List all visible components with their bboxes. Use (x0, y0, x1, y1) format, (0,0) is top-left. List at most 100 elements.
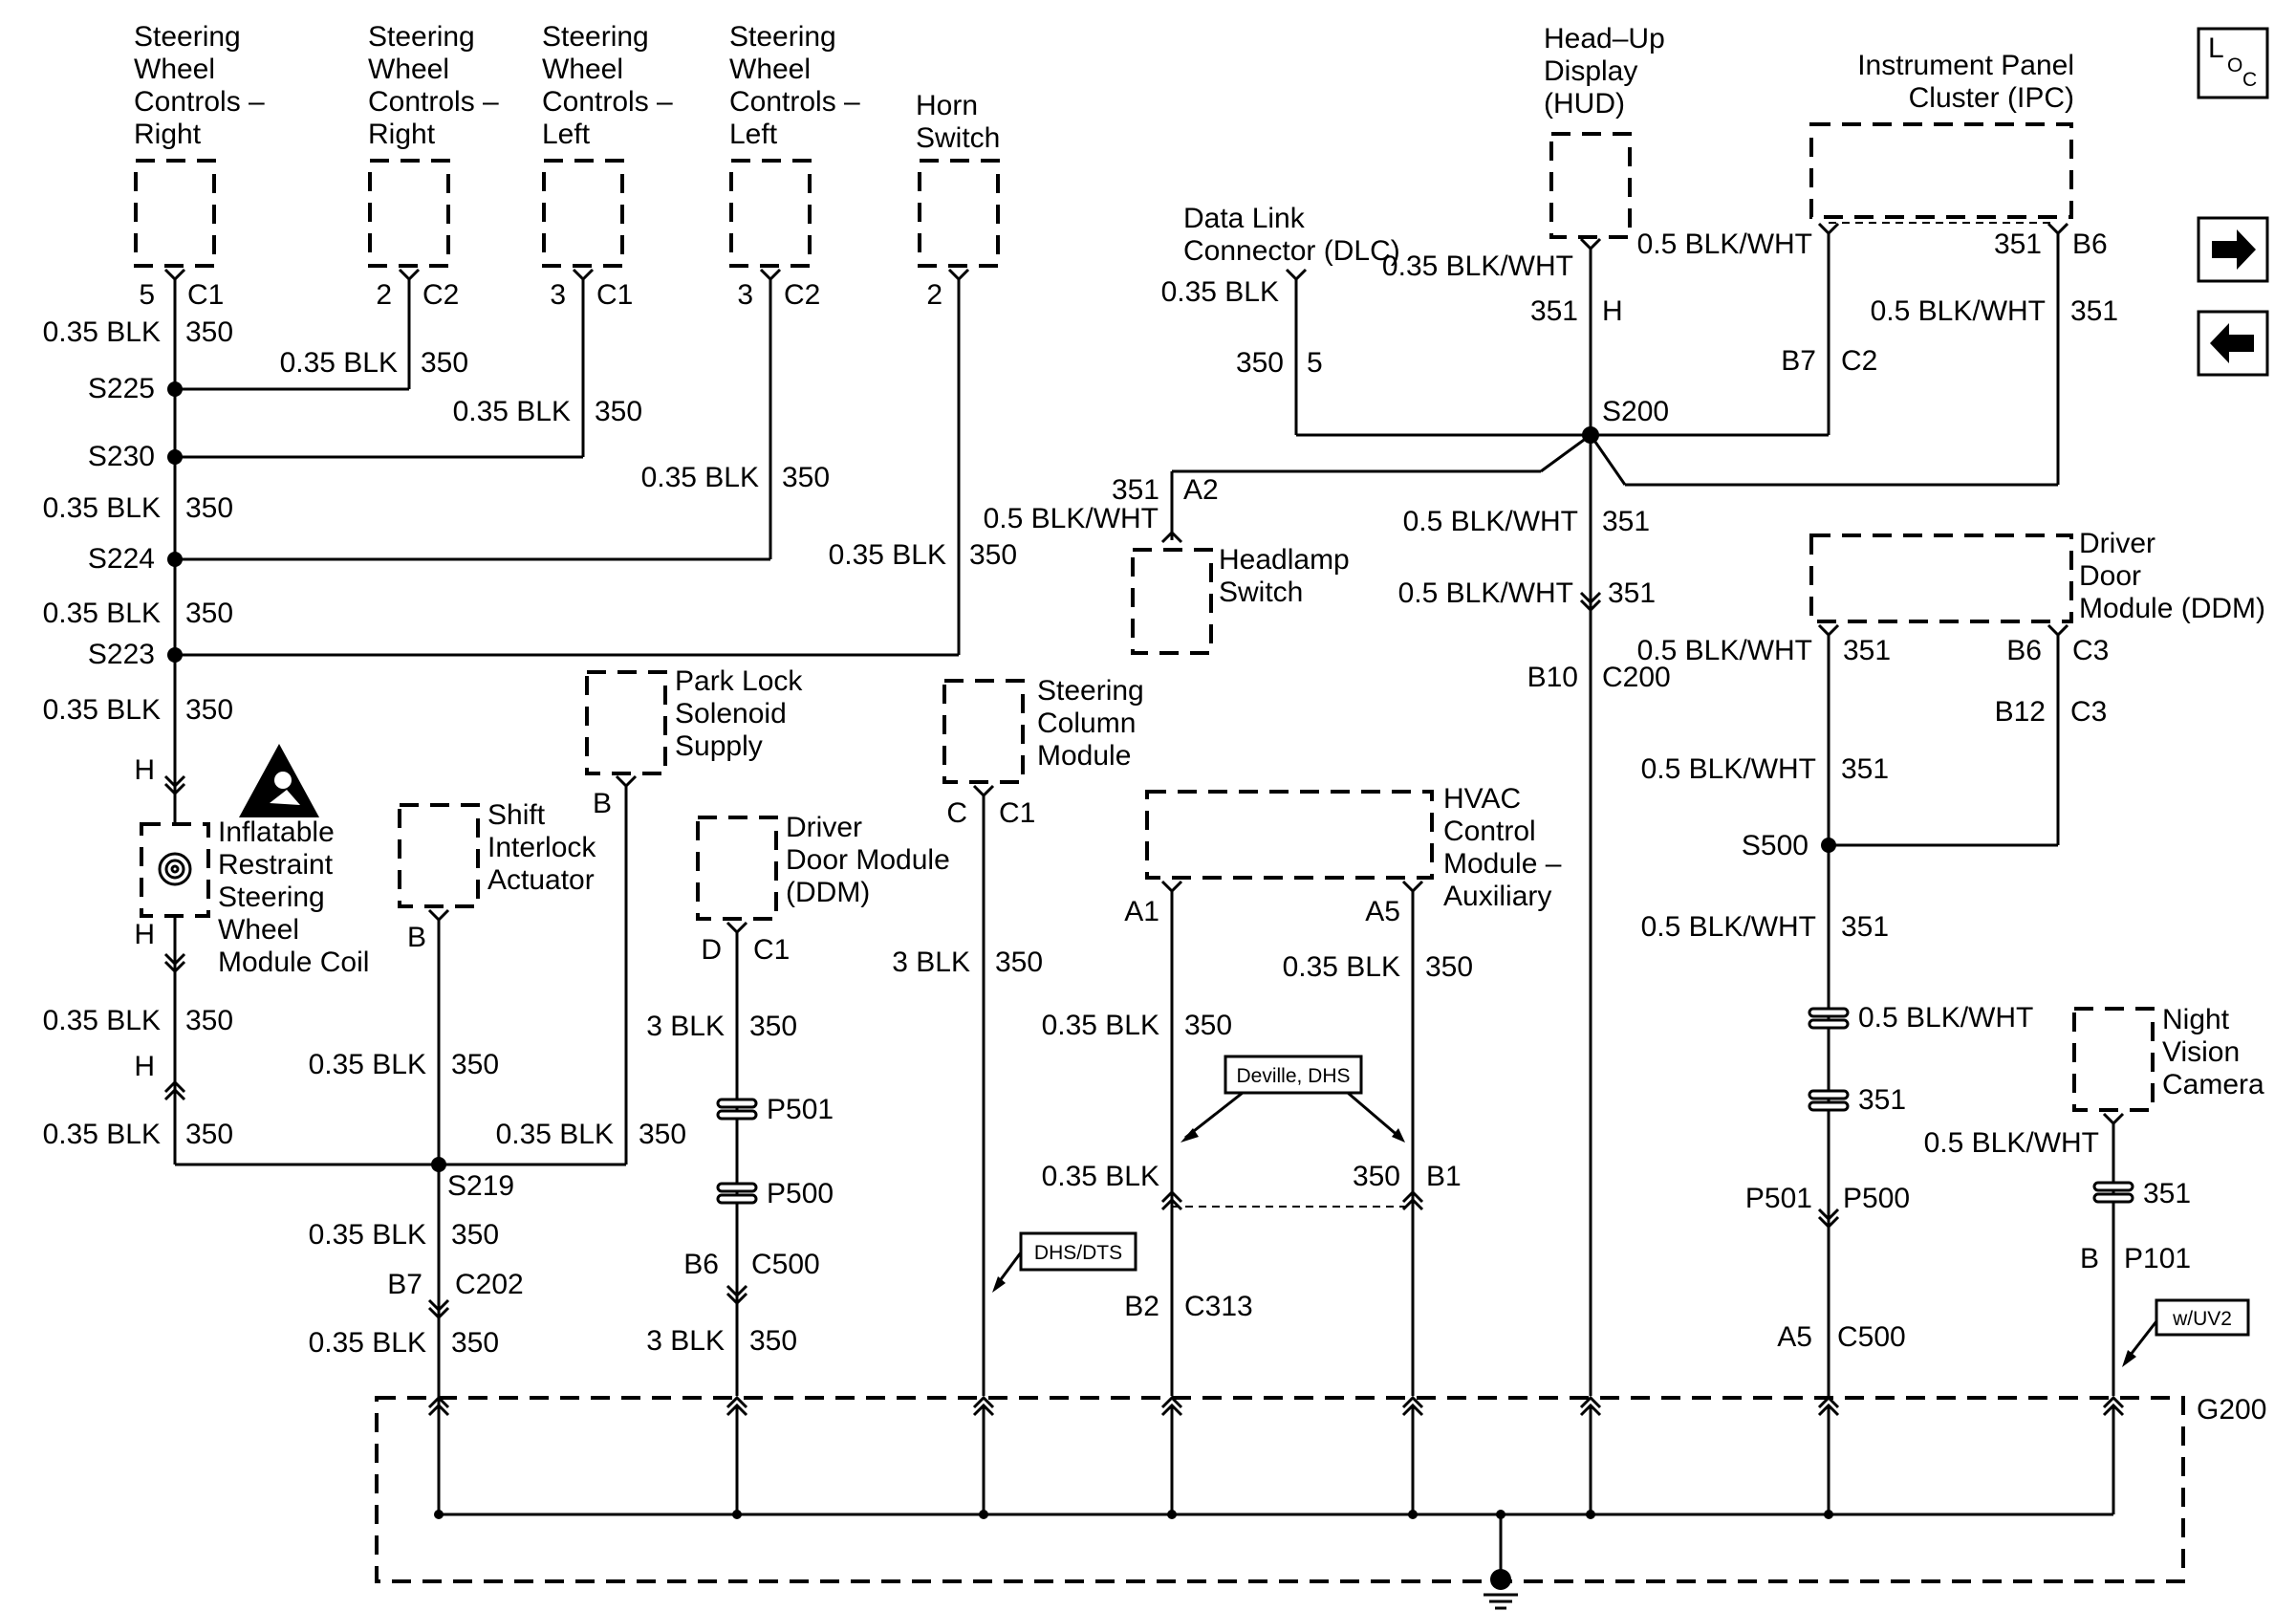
wire-label: 350 (995, 947, 1043, 978)
wire-label: 0.5 BLK/WHT (1637, 635, 1812, 666)
splice-s219: S219 (447, 1170, 514, 1202)
ddm-right-box (1809, 533, 2073, 623)
next-page-button[interactable] (2197, 216, 2269, 283)
swc-left-2-box (729, 159, 812, 268)
callout-uv2-text: w/UV2 (2172, 1308, 2232, 1330)
component-label-line: Steering (218, 882, 325, 913)
component-label-line: Control (1443, 816, 1536, 847)
wire-label: 0.5 BLK/WHT (1924, 1127, 2099, 1159)
wire-label: 0.5 BLK/WHT (1398, 577, 1573, 609)
wire-label: B6 (2006, 635, 2042, 666)
swc-right-1-box (134, 159, 216, 268)
wire-label: B12 (1995, 696, 2046, 728)
wire-label: 0.35 BLK (43, 694, 161, 726)
wire-label: 350 (749, 1011, 797, 1042)
wire-label: A5 (1365, 896, 1400, 927)
component-label-line: (DDM) (786, 877, 870, 908)
splice-s224: S224 (88, 543, 155, 575)
wire-label: 351 (1602, 506, 1650, 537)
component-label-line: Actuator (487, 864, 595, 896)
wire-label: C2 (1841, 345, 1877, 377)
steering-column-box (942, 679, 1025, 784)
component-label-line: Connector (DLC) (1183, 235, 1400, 267)
wire-label: 0.5 BLK/WHT (1641, 911, 1816, 943)
wire-label: B2 (1124, 1291, 1159, 1322)
airbag-coil-box (140, 822, 210, 918)
hvac-box (1145, 790, 1434, 880)
component-label-line: Auxiliary (1443, 881, 1551, 912)
component-label-line: Restraint (218, 849, 334, 881)
wire-label: 3 BLK (646, 1325, 725, 1357)
loc-letter-o: O (2227, 54, 2242, 76)
component-label-line: Module – (1443, 848, 1562, 880)
wire-label: 3 (550, 279, 566, 311)
swc-left-1-box (542, 159, 624, 268)
callout-dhs-dts-text: DHS/DTS (1034, 1242, 1122, 1264)
component-label-line: Door (2079, 560, 2141, 592)
wire-label: 5 (139, 279, 155, 311)
loc-letter-l: L (2208, 33, 2224, 64)
wire-label: 0.35 BLK (1042, 1010, 1159, 1041)
arrow-left-icon (2210, 323, 2254, 363)
wire-label: H (134, 919, 155, 950)
component-label-line: Display (1544, 55, 1637, 87)
ipc-box (1809, 122, 2073, 219)
wire-label: C500 (1837, 1321, 1906, 1353)
headlamp-switch-box (1131, 548, 1213, 655)
component-label-line: Shift (487, 799, 546, 831)
component-label-line: Right (134, 119, 202, 150)
wire-label: 350 (451, 1049, 499, 1080)
wire-label: 0.35 BLK (43, 1119, 161, 1150)
component-label-line: Wheel (218, 914, 299, 946)
wire-label: 350 (1184, 1010, 1232, 1041)
component-label-line: Steering (368, 21, 475, 53)
component-label-line: HVAC (1443, 783, 1521, 815)
loc-button[interactable]: L O C (2197, 27, 2269, 99)
component-label-line: Driver (2079, 528, 2155, 559)
component-label-line: Vision (2162, 1036, 2240, 1068)
wire-label: C2 (422, 279, 459, 311)
component-label-line: Module (DDM) (2079, 593, 2265, 624)
wire-label: P501 (767, 1094, 834, 1125)
component-label-line: Night (2162, 1004, 2230, 1035)
splice-s223: S223 (88, 639, 155, 670)
wire-label: 350 (451, 1219, 499, 1251)
wire-label: 0.35 BLK (43, 316, 161, 348)
component-label-line: Data Link (1183, 203, 1306, 234)
wire-label: 350 (185, 1005, 233, 1036)
component-label-line: Supply (675, 730, 763, 762)
wire-label: 350 (1353, 1161, 1400, 1192)
callout-dhs-dts: DHS/DTS (992, 1231, 1137, 1293)
connector-pins (163, 222, 2125, 1417)
wire-label: 350 (639, 1119, 686, 1150)
wire-label: 0.5 BLK/WHT (1637, 229, 1812, 260)
component-label-line: Left (729, 119, 778, 150)
wire-label: B7 (1781, 345, 1816, 377)
wire-label: 2 (926, 279, 942, 311)
callout-uv2: w/UV2 (2122, 1298, 2250, 1367)
splice-s500: S500 (1742, 830, 1809, 861)
wire-label: 0.5 BLK/WHT (984, 503, 1159, 534)
wire-label: 350 (185, 1119, 233, 1150)
wire-label: 0.35 BLK/WHT (1382, 250, 1573, 282)
wire-label: P500 (1843, 1183, 1910, 1214)
prev-page-button[interactable] (2197, 310, 2269, 377)
component-label-line: Cluster (IPC) (1909, 82, 2074, 114)
wire-label: C2 (784, 279, 820, 311)
airbag-warning-icon (239, 744, 319, 817)
component-label-line: Controls – (542, 86, 673, 118)
wire-label: 350 (1425, 951, 1473, 983)
shift-interlock-box (398, 803, 480, 908)
component-label-line: Solenoid (675, 698, 787, 729)
hud-box (1549, 132, 1632, 239)
wire-label: C (946, 797, 967, 829)
wire-label: C1 (753, 934, 790, 966)
